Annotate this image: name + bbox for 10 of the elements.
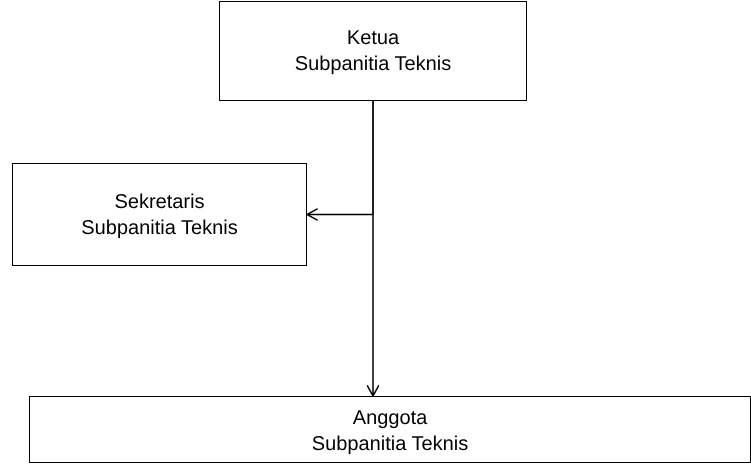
role-title: Anggota xyxy=(352,406,428,431)
role-title: Subpanitia Teknis xyxy=(312,432,468,457)
role-title: Sekretaris xyxy=(114,190,205,214)
role-title: Subpanitia Teknis xyxy=(294,52,452,77)
role-title: Ketua xyxy=(346,26,400,51)
role-box xyxy=(219,1,527,101)
role-box xyxy=(12,163,307,266)
role-box xyxy=(29,396,751,463)
arrow xyxy=(366,101,380,397)
role-title: Subpanitia Teknis xyxy=(81,216,238,240)
